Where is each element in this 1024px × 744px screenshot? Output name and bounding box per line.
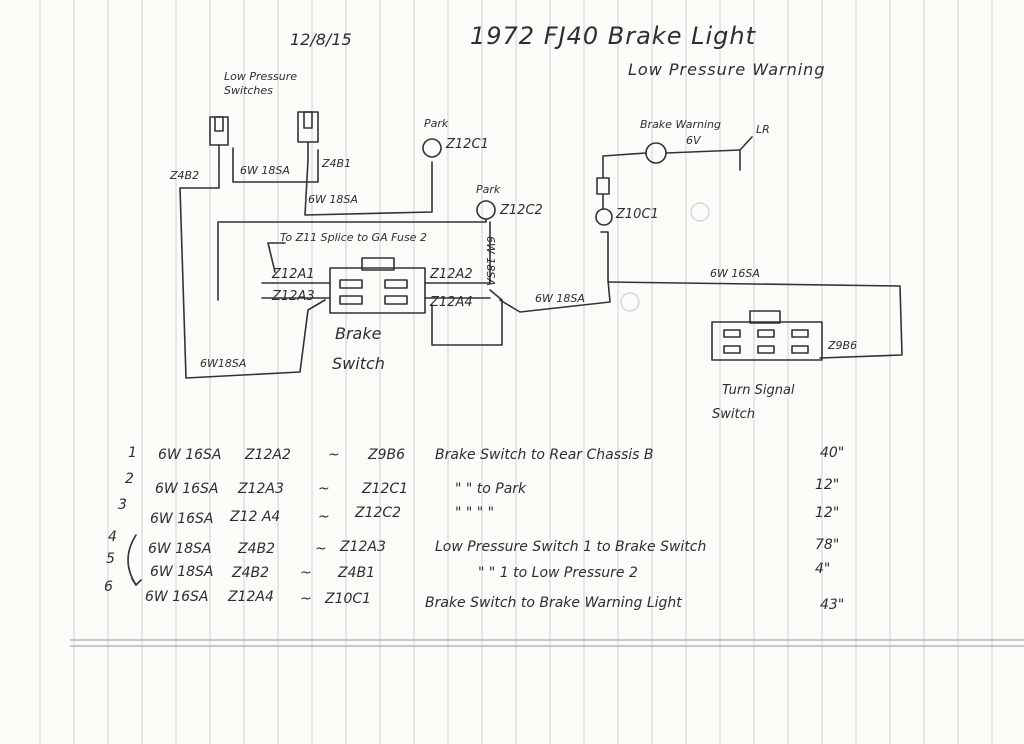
row-wire-spec: 6W 16SA xyxy=(155,481,219,497)
terminal-a2-label: Z12A2 xyxy=(430,267,473,282)
row-to-terminal: Z10C1 xyxy=(325,591,372,607)
switch-left-wire-label: Z4B2 xyxy=(170,169,200,182)
row-length: 78" xyxy=(815,537,840,553)
left-loop-label: 6W18SA xyxy=(200,357,247,370)
row-separator: ~ xyxy=(318,509,330,525)
warning-terminal-label: Z10C1 xyxy=(616,207,659,222)
row-separator: ~ xyxy=(328,447,340,463)
row-separator: ~ xyxy=(315,541,327,557)
row-number: 1 xyxy=(128,445,137,461)
brake-switch-label-1: Brake xyxy=(335,324,382,343)
row-wire-spec: 6W 16SA xyxy=(145,589,209,605)
row-separator: ~ xyxy=(300,565,312,581)
row-length: 40" xyxy=(820,445,845,461)
row-from-terminal: Z4B2 xyxy=(232,565,270,581)
park-lamp-2-icon xyxy=(476,200,496,220)
splice-note: To Z11 Splice to GA Fuse 2 xyxy=(280,231,427,244)
terminal-a3-label: Z12A3 xyxy=(272,289,315,304)
row-length: 12" xyxy=(815,505,840,521)
row-number: 3 xyxy=(118,497,127,513)
row-to-terminal: Z9B6 xyxy=(368,447,406,463)
row-separator: ~ xyxy=(318,481,330,497)
turn-signal-wire-label: Z9B6 xyxy=(828,339,858,352)
row-separator: ~ xyxy=(300,591,312,607)
rows-bracket xyxy=(127,534,137,586)
date-label: 12/8/15 xyxy=(290,30,352,49)
row-description: Brake Switch to Brake Warning Light xyxy=(425,595,682,611)
turn-signal-label-1: Turn Signal xyxy=(722,383,795,398)
terminal-a4-label: Z12A4 xyxy=(430,295,473,310)
brake-warning-lamp-icon xyxy=(645,142,667,164)
switch-right-wire-label: Z4B1 xyxy=(322,157,352,170)
row-length: 43" xyxy=(820,597,845,613)
row-description: " " to Park xyxy=(455,481,527,497)
warning-terminal-icon xyxy=(595,208,613,226)
brake-switch-body xyxy=(329,257,426,314)
hole-punch-1 xyxy=(620,292,640,312)
terminal-a1-label: Z12A1 xyxy=(272,267,315,282)
brake-switch-label-2: Switch xyxy=(332,354,385,373)
park-lamp-1-icon xyxy=(422,138,442,158)
brake-warning-wire: LR xyxy=(756,123,770,136)
row-wire-spec: 6W 16SA xyxy=(150,511,214,527)
low-pressure-switch-left xyxy=(209,116,229,163)
row-description: " " " " xyxy=(455,505,495,521)
row-wire-spec: 6W 18SA xyxy=(148,541,212,557)
row-description: Brake Switch to Rear Chassis B xyxy=(435,447,654,463)
park-1-label: Park xyxy=(424,117,449,130)
row-to-terminal: Z12C1 xyxy=(362,481,409,497)
row-number: 5 xyxy=(106,551,115,567)
row-length: 12" xyxy=(815,477,840,493)
row-from-terminal: Z12 A4 xyxy=(230,509,281,525)
row-wire-spec: 6W 16SA xyxy=(158,447,222,463)
row-length: 4" xyxy=(815,561,831,577)
turn-signal-label-2: Switch xyxy=(712,407,755,422)
brake-warning-label: Brake Warning xyxy=(640,118,721,131)
row-from-terminal: Z4B2 xyxy=(238,541,276,557)
park-1-wire-label: Z12C1 xyxy=(446,137,489,152)
row-from-terminal: Z12A2 xyxy=(245,447,291,463)
low-pressure-switch-right xyxy=(297,111,319,161)
row-to-terminal: Z12C2 xyxy=(355,505,402,521)
brake-warning-spec: 6V xyxy=(686,134,701,147)
row-number: 6 xyxy=(104,579,113,595)
row-number: 4 xyxy=(108,529,117,545)
row-description: Low Pressure Switch 1 to Brake Switch xyxy=(435,539,707,555)
row-from-terminal: Z12A3 xyxy=(238,481,284,497)
row-to-terminal: Z12A3 xyxy=(340,539,386,555)
row-from-terminal: Z12A4 xyxy=(228,589,274,605)
row-description: " " 1 to Low Pressure 2 xyxy=(478,565,638,581)
row-number: 2 xyxy=(125,471,134,487)
jumper-wire-label: 6W 18SA xyxy=(240,164,290,177)
vertical-wire-label: 6W 18SA xyxy=(484,236,497,286)
long-wire-label: 6W 16SA xyxy=(710,267,760,280)
hole-punch-2 xyxy=(690,202,710,222)
lower-jumper-label: 6W 18SA xyxy=(308,193,358,206)
park-2-label: Park xyxy=(476,183,501,196)
page-title: 1972 FJ40 Brake Light xyxy=(470,22,756,50)
row-to-terminal: Z4B1 xyxy=(338,565,376,581)
turn-signal-switch-body xyxy=(711,310,823,361)
park-2-wire-label: Z12C2 xyxy=(500,203,543,218)
row-wire-spec: 6W 18SA xyxy=(150,564,214,580)
low-pressure-switches-label: Low Pressure Switches xyxy=(224,70,297,98)
middle-wire-label: 6W 18SA xyxy=(535,292,585,305)
page-subtitle: Low Pressure Warning xyxy=(628,60,826,79)
